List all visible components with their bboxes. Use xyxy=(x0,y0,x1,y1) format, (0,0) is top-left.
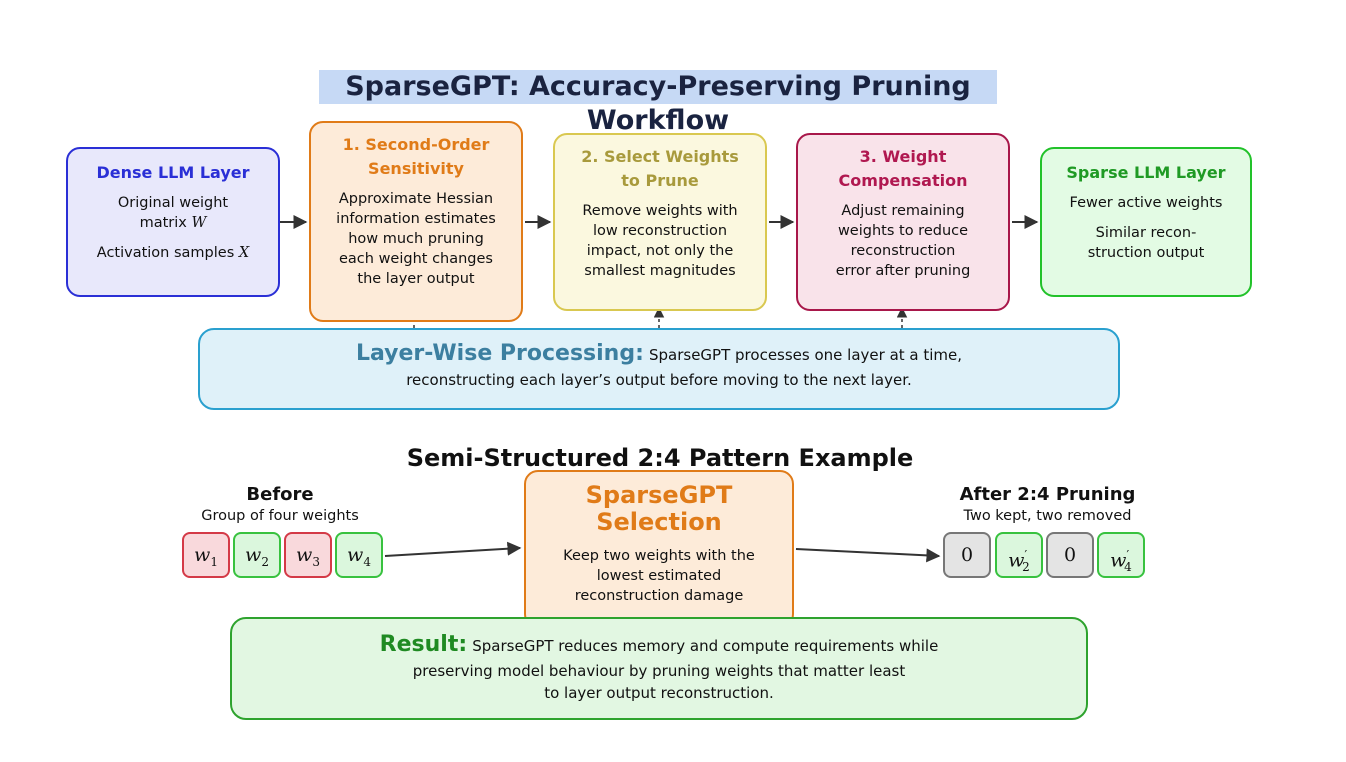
result-text-3: to layer output reconstruction. xyxy=(544,684,774,702)
diagram-title: SparseGPT: Accuracy-Preserving Pruning W… xyxy=(319,70,997,136)
after-weight-1: 0 xyxy=(943,532,991,578)
select-weights-box: 2. Select Weights to Prune Remove weight… xyxy=(553,133,767,311)
layerwise-heading: Layer-Wise Processing: xyxy=(355,341,644,366)
second-order-line-4: each weight changes xyxy=(339,251,493,267)
before-weight-1: w1 xyxy=(182,532,230,578)
arrow-selection-to-after xyxy=(795,548,941,563)
before-title: Before xyxy=(246,484,314,505)
select-line-2: low reconstruction xyxy=(592,223,728,239)
result-heading: Result: xyxy=(379,632,468,657)
dense-line-2: matrix xyxy=(139,215,187,231)
compensation-line-2: weights to reduce xyxy=(837,223,969,239)
arrow-before-to-selection xyxy=(384,541,522,557)
select-weights-title: 2. Select Weights to Prune xyxy=(581,147,739,190)
sparse-layer-title: Sparse LLM Layer xyxy=(1066,163,1226,182)
weight-matrix-symbol: W xyxy=(191,215,207,231)
after-title: After 2:4 Pruning xyxy=(959,484,1136,505)
compensation-line-4: error after pruning xyxy=(835,263,971,279)
layerwise-text-1: SparseGPT processes one layer at a time, xyxy=(648,346,963,364)
selection-line-2: lowest estimated xyxy=(596,568,722,584)
second-order-box: 1. Second-Order Sensitivity Approximate … xyxy=(309,121,523,322)
layerwise-box: Layer-Wise Processing: SparseGPT process… xyxy=(198,328,1120,410)
compensation-line-1: Adjust remaining xyxy=(841,203,965,219)
sparse-layer-box: Sparse LLM Layer Fewer active weights Si… xyxy=(1040,147,1252,297)
second-order-line-5: the layer output xyxy=(357,271,475,287)
sparse-line-2: Similar recon- xyxy=(1095,225,1197,241)
before-weight-2: w2 xyxy=(233,532,281,578)
layerwise-text-2: reconstructing each layer’s output befor… xyxy=(406,371,912,389)
after-subtitle: Two kept, two removed xyxy=(963,508,1132,524)
select-line-4: smallest magnitudes xyxy=(584,263,736,279)
selection-title-2: Selection xyxy=(596,508,722,536)
sparse-line-1: Fewer active weights xyxy=(1069,195,1223,211)
dense-line-1: Original weight xyxy=(117,195,229,211)
selection-line-3: reconstruction damage xyxy=(574,588,744,604)
result-text-1: SparseGPT reduces memory and compute req… xyxy=(472,637,939,655)
after-weight-4: w′4 xyxy=(1097,532,1145,578)
second-order-line-2: information estimates xyxy=(336,211,496,227)
compensation-title: 3. Weight Compensation xyxy=(838,147,968,190)
selection-title-1: SparseGPT xyxy=(585,481,733,509)
activation-symbol: X xyxy=(238,245,250,261)
select-line-1: Remove weights with xyxy=(582,203,738,219)
after-weight-3: 0 xyxy=(1046,532,1094,578)
compensation-line-3: reconstruction xyxy=(850,243,956,259)
second-order-line-3: how much pruning xyxy=(348,231,484,247)
before-weight-4: w4 xyxy=(335,532,383,578)
before-subtitle: Group of four weights xyxy=(201,508,359,524)
dense-layer-title: Dense LLM Layer xyxy=(96,163,250,182)
second-order-line-1: Approximate Hessian xyxy=(338,191,494,207)
after-weight-2: w′2 xyxy=(995,532,1043,578)
compensation-box: 3. Weight Compensation Adjust remaining … xyxy=(796,133,1010,311)
second-order-title: 1. Second-Order Sensitivity xyxy=(342,135,490,178)
sparse-line-3: struction output xyxy=(1087,245,1205,261)
dense-line-3: Activation samples xyxy=(96,245,235,261)
result-text-2: preserving model behaviour by pruning we… xyxy=(412,662,906,680)
before-weight-3: w3 xyxy=(284,532,332,578)
dense-layer-box: Dense LLM Layer Original weight matrix W… xyxy=(66,147,280,297)
pattern-title: Semi-Structured 2:4 Pattern Example xyxy=(406,444,914,472)
select-line-3: impact, not only the xyxy=(586,243,734,259)
result-box: Result: SparseGPT reduces memory and com… xyxy=(230,617,1088,720)
selection-line-1: Keep two weights with the xyxy=(563,548,755,564)
selection-box: SparseGPT Selection Keep two weights wit… xyxy=(524,470,794,628)
